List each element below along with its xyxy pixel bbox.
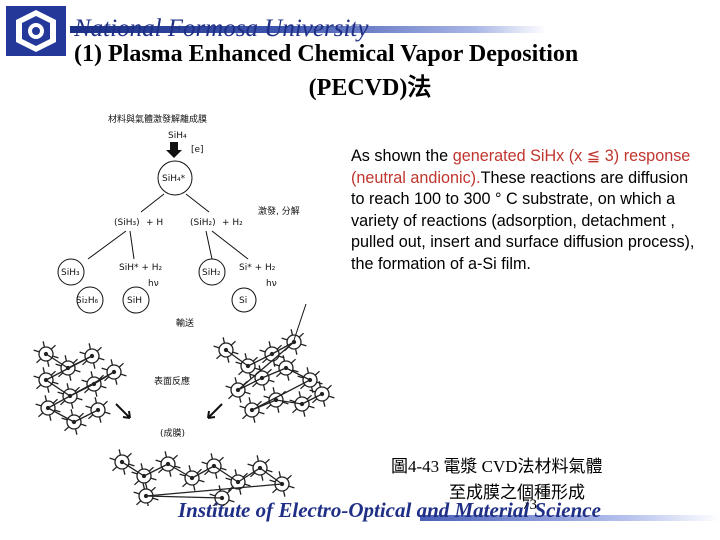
university-name: National Formosa University [74, 15, 369, 42]
silicon-network-structures [33, 329, 335, 506]
pecvd-reaction-diagram: 材料與氣體激發解離成膜 SiH₄ [e] SiH₄* (SiH₃) + H (S… [33, 113, 335, 506]
paragraph-highlight: generated SiHx (x ≦ 3) response (neutral… [351, 147, 691, 187]
sih3-species: SiH₃ [61, 268, 80, 278]
silane-label: SiH₄ [168, 131, 187, 141]
sih-species: SiH [127, 296, 142, 306]
hv-label-left: hν [148, 279, 159, 289]
header-rule [70, 26, 546, 33]
si2h6-species: Si₂H₆ [76, 296, 99, 306]
si-star-species: Si* + H₂ [239, 263, 276, 273]
page-number: 73 [522, 497, 537, 513]
sih2-species: SiH₂ [202, 268, 221, 278]
slide-title-line2: (PECVD)法 [308, 75, 432, 101]
diagram-heading: 材料與氣體激發解離成膜 [108, 113, 207, 125]
paragraph-intro: As shown the [351, 147, 453, 165]
plus-h: + H [146, 218, 163, 228]
left-radical: (SiH₃) [114, 218, 140, 228]
paragraph-rest: These reactions are diffusion to reach 1… [351, 168, 695, 273]
si-species: Si [239, 296, 247, 306]
film-label: (成膜) [160, 427, 185, 439]
footer-rule [420, 515, 720, 521]
slide-title-line1: (1) Plasma Enhanced Chemical Vapor Depos… [74, 41, 579, 67]
excited-silane: SiH₄* [162, 174, 186, 184]
explanation-paragraph: As shown the generated SiHx (x ≦ 3) resp… [351, 146, 701, 275]
dissociation-label: 激發, 分解 [258, 205, 300, 217]
figure-caption-line1: 圖4-43 電漿 CVD法材料氣體 [391, 457, 603, 476]
hv-label-right: hν [266, 279, 277, 289]
transport-label: 輸送 [176, 317, 194, 329]
surface-reaction-label: 表面反應 [154, 375, 190, 387]
institute-name: Institute of Electro-Optical and Materia… [178, 498, 601, 522]
plus-h2: + H₂ [222, 218, 243, 228]
figure-caption-line2: 至成膜之個種形成 [449, 483, 585, 502]
electron-label: [e] [191, 145, 204, 155]
sih-star-species: SiH* + H₂ [119, 263, 163, 273]
university-logo [6, 6, 66, 56]
right-radical: (SiH₂) [190, 218, 216, 228]
